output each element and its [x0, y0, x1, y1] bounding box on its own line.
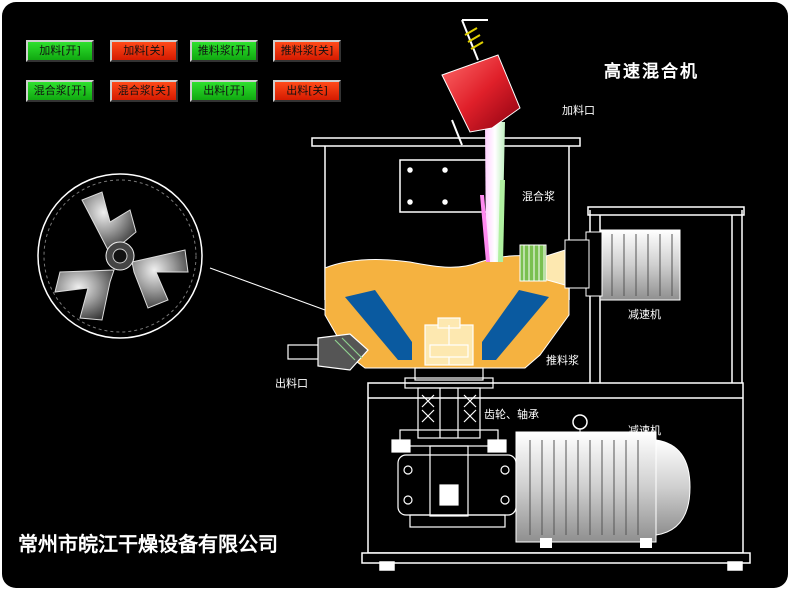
lower-motor [515, 414, 691, 548]
center-hub [424, 317, 474, 366]
upper-reducer-label: 减速机 [628, 308, 661, 321]
upper-motor [539, 229, 681, 301]
feed-off-button[interactable]: 加料[关] [110, 40, 178, 62]
push-paddle-label: 推料浆 [546, 354, 579, 367]
mix-paddle-off-button[interactable]: 混合浆[关] [110, 80, 178, 102]
discharge-on-button[interactable]: 出料[开] [190, 80, 258, 102]
drive-shaft [391, 367, 507, 517]
mixing-paddle-label: 混合浆 [522, 190, 555, 203]
discharge-pipe [287, 333, 369, 371]
feed-inlet-label: 加料口 [562, 104, 595, 117]
chopper-paddle [519, 244, 547, 282]
feed-on-button[interactable]: 加料[开] [26, 40, 94, 62]
push-paddle-off-button[interactable]: 推料浆[关] [273, 40, 341, 62]
gear-bearing-label: 齿轮、轴承 [484, 408, 539, 421]
discharge-outlet-label: 出料口 [275, 377, 308, 390]
right-push-blade [482, 290, 549, 360]
feed-bucket [441, 19, 521, 146]
impeller-zoom [37, 173, 203, 339]
machine-title: 高速混合机 [604, 62, 699, 82]
lower-reducer-label: 减速机 [628, 424, 661, 437]
mix-paddle-on-button[interactable]: 混合浆[开] [26, 80, 94, 102]
zoom-pointer-line [209, 267, 326, 311]
discharge-off-button[interactable]: 出料[关] [273, 80, 341, 102]
push-paddle-on-button[interactable]: 推料浆[开] [190, 40, 258, 62]
left-push-blade [345, 290, 412, 360]
company-name: 常州市皖江干燥设备有限公司 [18, 532, 278, 556]
